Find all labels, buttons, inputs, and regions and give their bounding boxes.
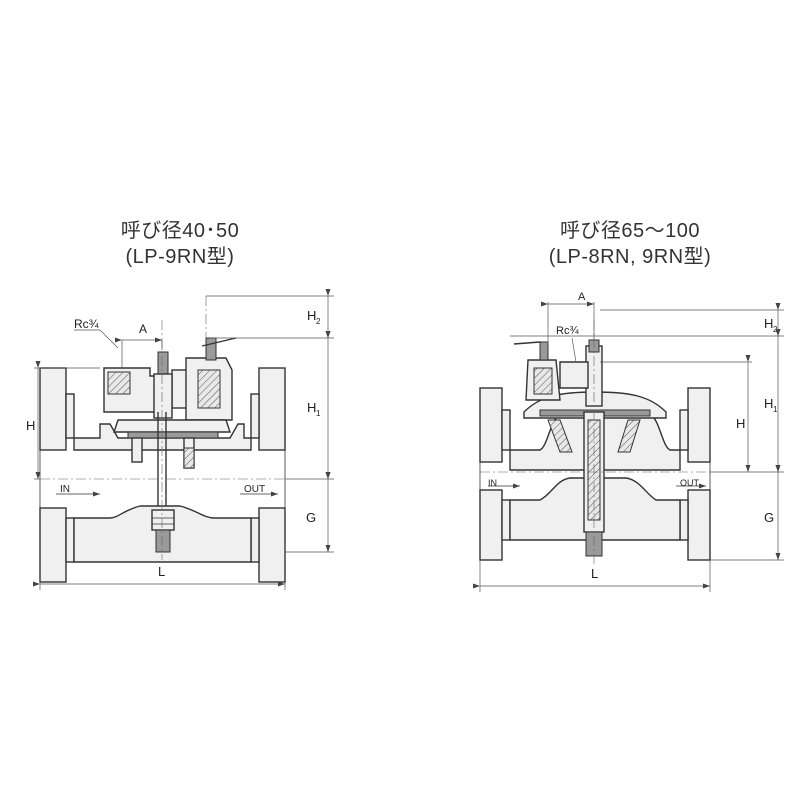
left-inlet-flange-lower bbox=[39, 507, 67, 583]
left-outlet-flange-upper bbox=[258, 367, 286, 451]
right-h2-letter: H bbox=[764, 316, 773, 331]
left-diaphragm-chamber bbox=[113, 419, 231, 433]
right-outlet-flange-lower bbox=[687, 489, 711, 561]
left-rc-label: Rc¾ bbox=[74, 317, 100, 331]
left-title-line2: (LP-9RN型) bbox=[125, 246, 235, 268]
right-dimensions bbox=[473, 301, 784, 592]
right-h2-label: H 2 bbox=[764, 316, 778, 334]
right-inlet-flange-lower bbox=[479, 489, 503, 561]
left-in-label: IN bbox=[60, 484, 70, 495]
right-out-label: OUT bbox=[680, 478, 700, 488]
right-h1-letter: H bbox=[764, 396, 773, 411]
right-h-label: H bbox=[736, 416, 745, 431]
left-l-label: L bbox=[158, 564, 165, 579]
right-h2-subscript: 2 bbox=[773, 325, 778, 334]
left-out-label: OUT bbox=[244, 484, 265, 495]
left-body-upper bbox=[73, 423, 252, 451]
right-outlet-flange-upper bbox=[687, 387, 711, 463]
left-a-label: A bbox=[139, 322, 147, 336]
left-title: 呼び径40･50 (LP-9RN型) bbox=[60, 218, 300, 270]
left-inlet-flange-upper bbox=[39, 367, 67, 451]
right-title-line1: 呼び径65～100 bbox=[559, 220, 701, 242]
right-h1-label: H 1 bbox=[764, 396, 778, 414]
left-dimensions bbox=[33, 289, 334, 590]
left-h1-letter: H bbox=[307, 400, 316, 415]
right-in-label: IN bbox=[488, 478, 497, 488]
right-strainer-housing bbox=[559, 361, 589, 389]
right-inlet-flange-upper bbox=[479, 387, 503, 463]
right-h1-subscript: 1 bbox=[773, 405, 778, 414]
left-adjust-screw bbox=[205, 337, 217, 361]
right-l-label: L bbox=[591, 566, 598, 581]
right-title-line2: (LP-8RN, 9RN型) bbox=[548, 246, 712, 268]
left-h-label: H bbox=[26, 418, 35, 433]
left-h1-label: H 1 bbox=[307, 400, 321, 418]
right-g-label: G bbox=[764, 510, 774, 525]
left-drain-plug bbox=[155, 529, 171, 553]
left-h1-subscript: 1 bbox=[316, 409, 321, 418]
left-h2-letter: H bbox=[307, 308, 316, 323]
right-rc-label: Rc¾ bbox=[556, 325, 579, 337]
left-outlet-flange-lower bbox=[258, 507, 286, 583]
right-title: 呼び径65～100 (LP-8RN, 9RN型) bbox=[500, 218, 760, 270]
right-a-label: A bbox=[578, 291, 586, 303]
left-g-label: G bbox=[306, 510, 316, 525]
left-title-line1: 呼び径40･50 bbox=[120, 220, 240, 242]
left-h2-subscript: 2 bbox=[316, 317, 321, 326]
left-h2-label: H 2 bbox=[307, 308, 321, 326]
right-valve-drawing bbox=[479, 320, 711, 566]
left-valve-drawing bbox=[39, 320, 286, 583]
